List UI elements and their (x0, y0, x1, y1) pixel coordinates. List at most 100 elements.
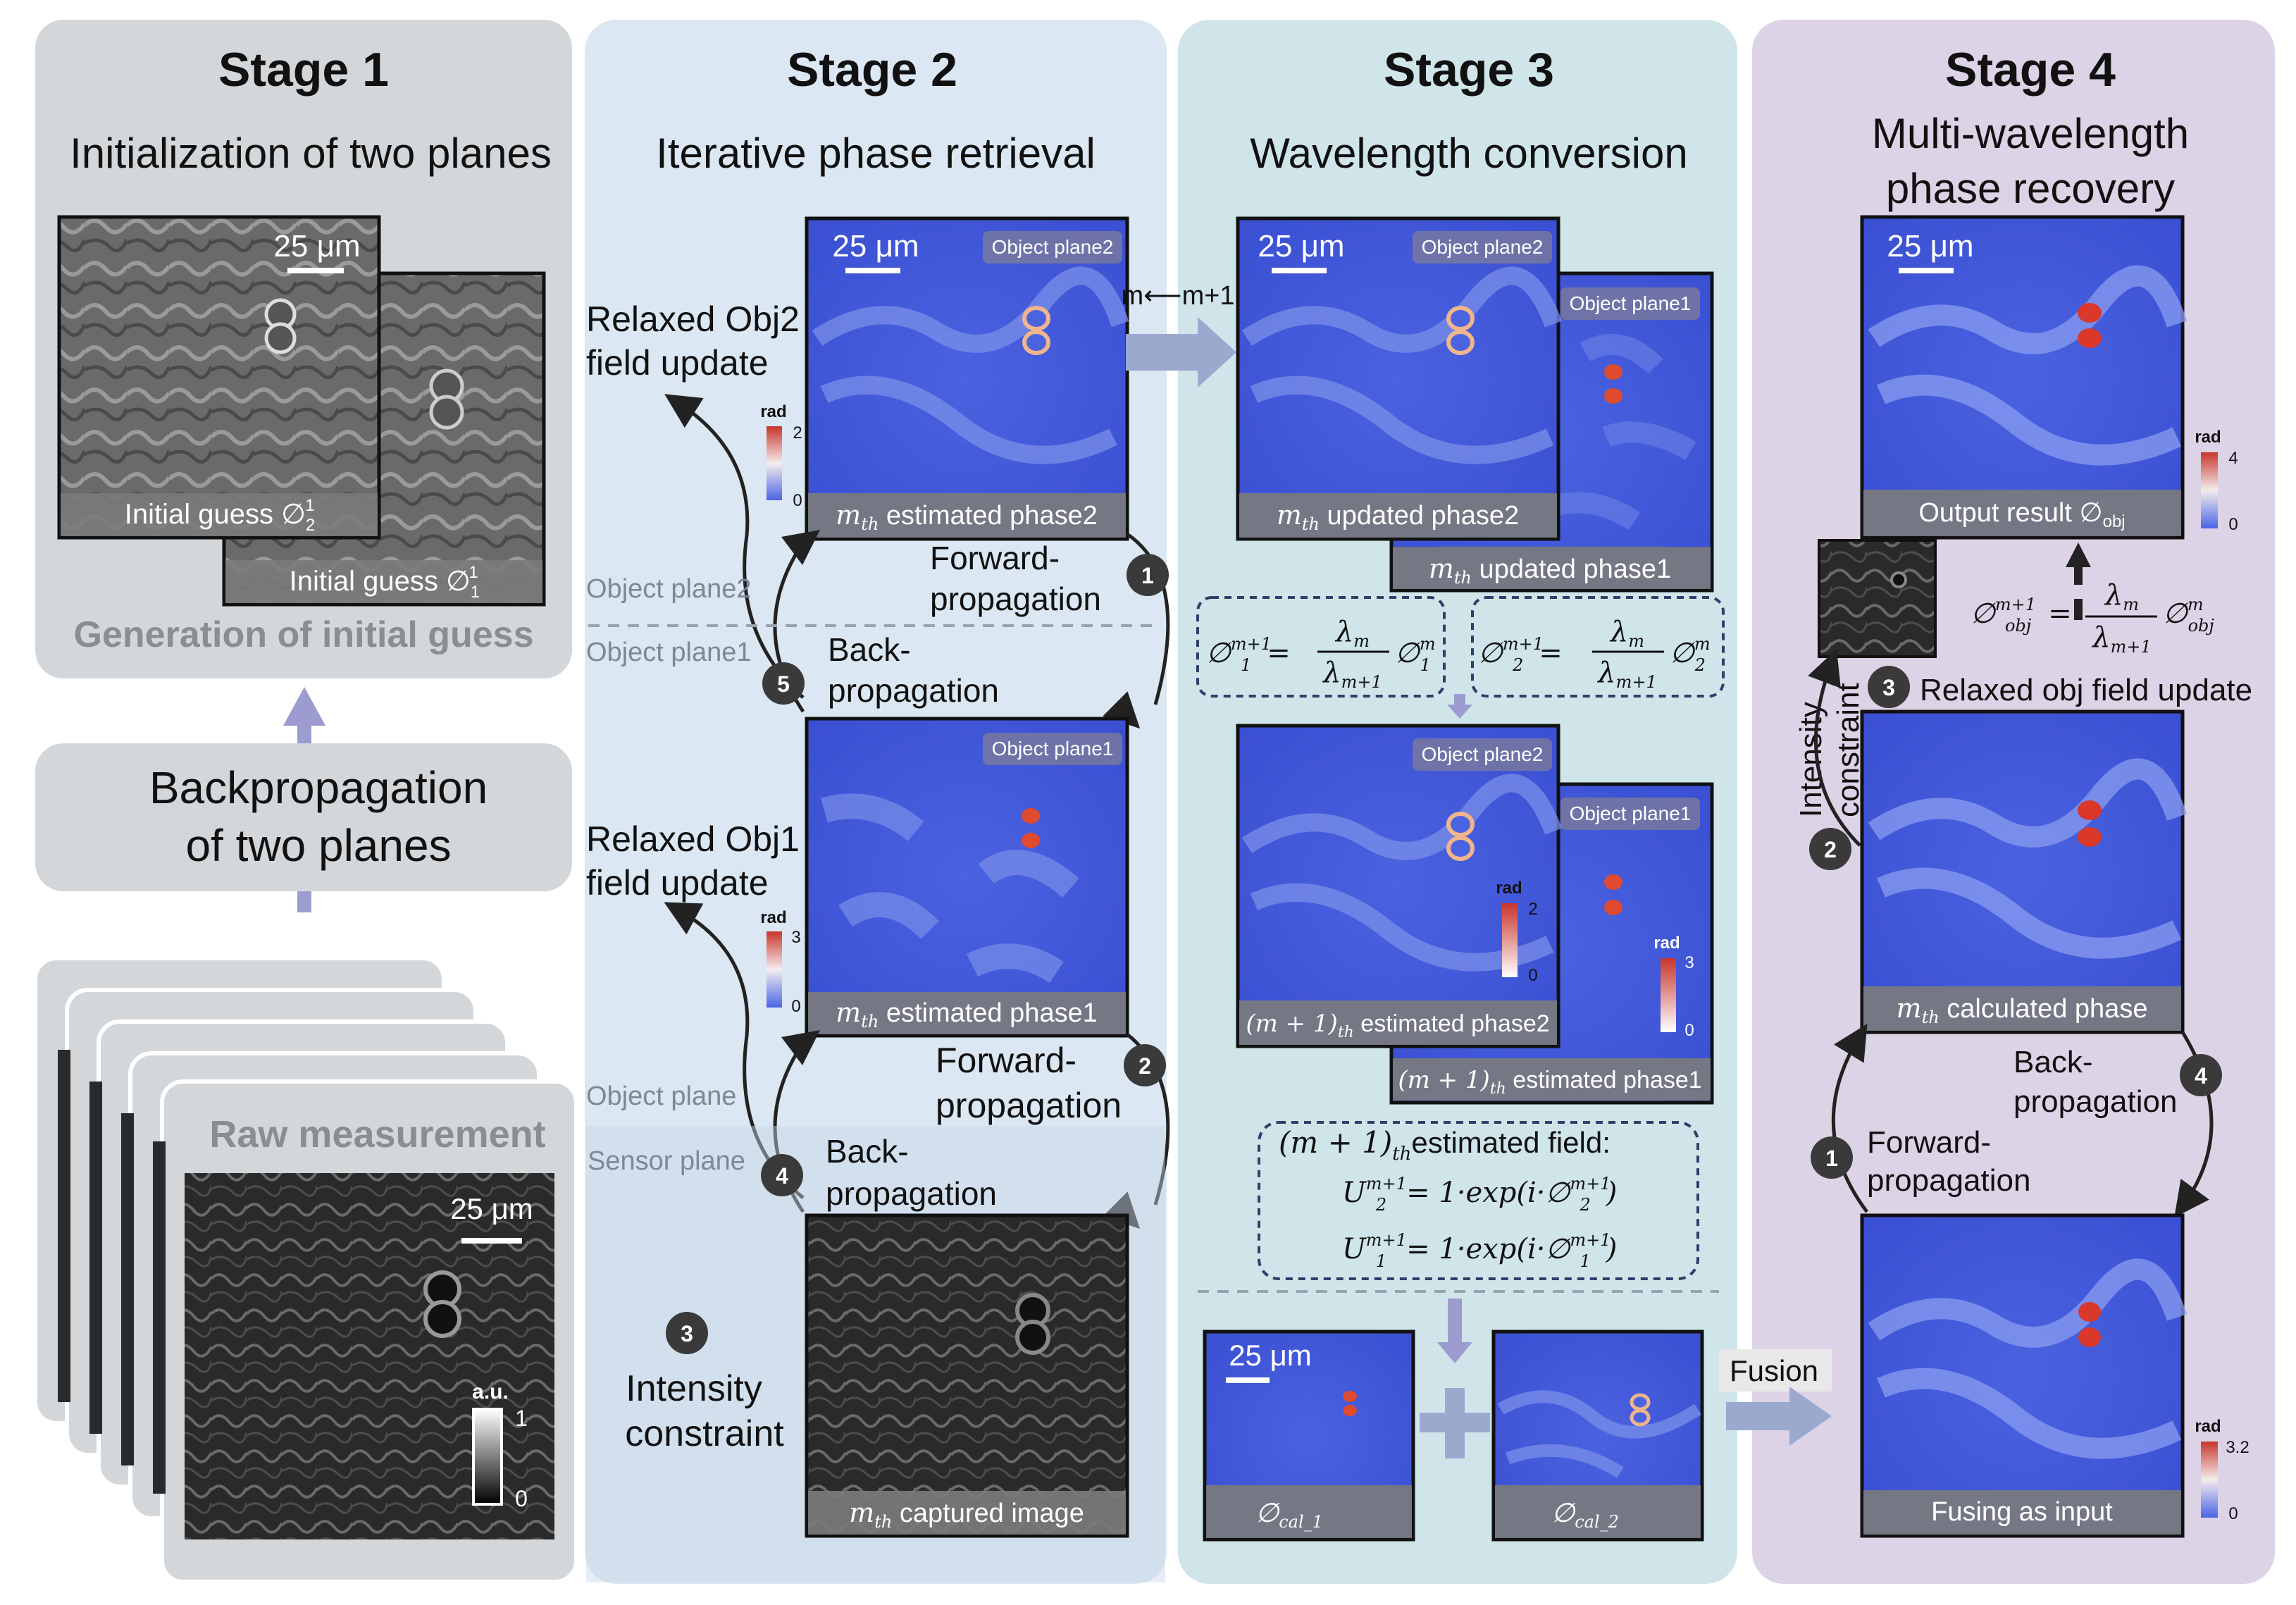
stage2-phase1-caption: mth estimated phase1 (836, 997, 1098, 1031)
stage4-back-line1: Back- (2013, 1045, 2092, 1079)
cell-marker (2078, 303, 2102, 323)
stage3-upd-phase2-caption: mth updated phase2 (1277, 500, 1519, 534)
raw-scalebar-label: 25 μm (450, 1192, 533, 1225)
cell-marker (2078, 827, 2102, 847)
iteration-arrow (1126, 317, 1236, 388)
stage3-title: Stage 3 (1384, 43, 1554, 97)
stage3-obj1-tag-a: Object plane1 (1570, 292, 1692, 314)
stage3-scalebar (1272, 268, 1327, 273)
cell-marker (423, 1300, 461, 1338)
stage2-captured-caption-bar (808, 1491, 1126, 1535)
step3-number: 3 (681, 1321, 693, 1346)
eq1-num: λm (1334, 616, 1370, 651)
fusing-caption: Fusing as input (1931, 1497, 2113, 1527)
cell-marker (1022, 833, 1040, 848)
cbar-in-max: 3.2 (2226, 1438, 2249, 1457)
cbar-in-unit: rad (2195, 1417, 2221, 1436)
guess1-caption-bar (225, 560, 542, 603)
back4-line1: Back- (826, 1133, 909, 1170)
cell-marker (2078, 800, 2102, 820)
backprop-label-line1: Backpropagation (149, 762, 488, 813)
fwd1-line2: propagation (930, 581, 1101, 617)
cell-marker (2078, 328, 2102, 348)
output-caption: Output result ∅obj (1918, 498, 2125, 531)
stage3-obj2-tag-b: Object plane2 (1422, 743, 1544, 765)
stage4-fwd-line2: propagation (1867, 1163, 2030, 1198)
stage2-cbar2-unit: rad (760, 402, 786, 421)
stage2-phase1-image (805, 717, 1129, 1038)
cell-marker (429, 395, 464, 430)
stage3-cbar2-unit: rad (1496, 879, 1522, 898)
stage3-upd-phase1-caption-bar (1393, 547, 1711, 589)
cell-marker (1015, 1320, 1050, 1355)
stage4-step2-number: 2 (1824, 837, 1837, 862)
stage2-cbar2-min: 0 (793, 491, 802, 510)
initial-guess-footer: Generation of initial guess (74, 614, 534, 655)
cell-marker (1604, 900, 1622, 915)
cbar-in (2201, 1442, 2218, 1518)
up-arrow-stem (297, 891, 311, 912)
step1-number: 1 (1141, 563, 1154, 588)
stage1-subtitle: Initialization of two planes (70, 130, 552, 177)
stage4-scalebar-label: 25 μm (1887, 229, 1973, 264)
back4-line2: propagation (826, 1175, 997, 1212)
raw-cbar-unit: a.u. (472, 1380, 509, 1403)
cell-marker (1022, 808, 1040, 824)
cell-marker (1022, 330, 1050, 355)
stage2-title: Stage 2 (787, 43, 957, 97)
stage4-step1-circle (1811, 1136, 1853, 1179)
cal2-caption-bar (1495, 1485, 1701, 1538)
step5-number: 5 (777, 671, 790, 697)
stage2-phase2-caption-bar (808, 493, 1126, 538)
step2-circle (1124, 1044, 1166, 1086)
step4-number: 4 (776, 1163, 788, 1189)
raw-cbar-max: 1 (515, 1406, 528, 1431)
calc-caption-bar (1863, 986, 2181, 1031)
stage3-upd-phase2-caption-bar (1239, 493, 1557, 538)
cal1-caption-bar (1206, 1485, 1412, 1538)
cell-marker (2078, 1327, 2101, 1347)
raw-scalebar (461, 1238, 522, 1244)
down-arrow-cal (1437, 1299, 1472, 1363)
stage3-cbar1-max: 3 (1684, 953, 1694, 972)
stage2-subtitle: Iterative phase retrieval (656, 130, 1096, 177)
stage2-obj2-tag: Object plane2 (992, 236, 1114, 258)
relaxed-obj1-line2: field update (586, 863, 769, 903)
cell-marker (1604, 388, 1622, 404)
raw-measurement-label: Raw measurement (209, 1113, 545, 1155)
eq2-box (1471, 596, 1725, 698)
stage4-intensity-arrow (1808, 649, 1861, 847)
stage4-step4-number: 4 (2195, 1063, 2207, 1089)
output-caption-bar (1863, 490, 2181, 536)
stage4-step4-circle (2180, 1054, 2222, 1096)
cell-marker (1604, 874, 1622, 890)
step1-circle (1127, 554, 1169, 596)
stage4-back-line2: propagation (2013, 1084, 2177, 1119)
intensity-constraint-line2: constraint (625, 1413, 784, 1454)
cell-marker (1446, 330, 1475, 355)
cbar-out-max: 4 (2228, 449, 2238, 468)
stage2-obj2-tag-bg (983, 231, 1122, 264)
initial-guess2-image (57, 215, 381, 540)
fusion-arrow (1726, 1387, 1832, 1446)
stage4-step3-circle (1868, 666, 1910, 708)
relaxed-obj2-line2: field update (586, 343, 769, 383)
stage2-cbar1-max: 3 (791, 928, 800, 947)
down-arrow-eq (1447, 701, 1472, 719)
cell-marker (1343, 1405, 1357, 1416)
stage2-cbar1-min: 0 (791, 997, 800, 1016)
stage2-scalebar-label: 25 μm (832, 229, 919, 264)
cbar-out (2201, 452, 2218, 528)
guess2-caption-bar (61, 493, 378, 536)
stage1-scalebar (287, 268, 344, 273)
guess1-caption: Initial guess ∅11 (290, 563, 480, 602)
fusing-caption-bar (1863, 1490, 2181, 1535)
relaxed-obj1-arrow (664, 902, 805, 1199)
stage3-upd-phase1-caption: mth updated phase1 (1429, 553, 1671, 588)
stage1-scalebar-label: 25 μm (273, 229, 360, 264)
cal1-caption: ∅cal_1 (1255, 1497, 1323, 1532)
stage3-cbar2-max: 2 (1528, 900, 1537, 919)
plus-icon (1420, 1388, 1490, 1458)
